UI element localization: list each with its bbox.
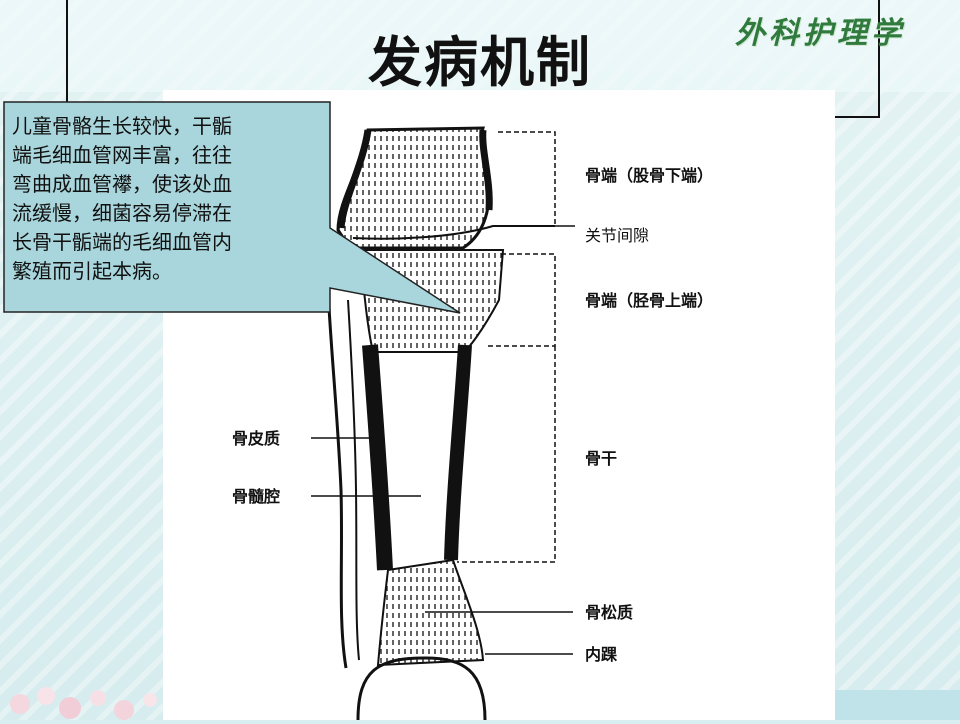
callout-bubble <box>3 101 461 314</box>
fibula <box>326 289 348 669</box>
slide-title: 发病机制 <box>368 31 592 94</box>
femur-cortex-right <box>479 129 493 211</box>
frame-line-left <box>66 0 68 118</box>
fibula-inner <box>347 299 360 661</box>
label-malleolus: 内踝 <box>585 645 618 664</box>
label-tibia-end: 骨端（胫骨上端） <box>585 291 714 310</box>
bracket-femur <box>498 131 556 227</box>
tibia-shaft-left-cortex <box>362 344 393 571</box>
bone-diagram <box>311 126 575 721</box>
callout-text: 儿童骨骼生长较快，干骺 端毛细血管网丰富，往往 弯曲成血管襻，使该处血 流缓慢，… <box>12 114 232 283</box>
frame-line-right <box>878 0 880 118</box>
bracket-tibia-top <box>485 253 556 347</box>
label-marrow-cavity: 骨髓腔 <box>232 487 281 506</box>
header-band <box>0 0 960 92</box>
label-joint-space: 关节间隙 <box>585 226 650 245</box>
label-cortex: 骨皮质 <box>232 429 281 448</box>
label-cancellous-bone: 骨松质 <box>585 603 634 622</box>
brand-logo-text: 外科护理学 <box>735 16 905 51</box>
label-femur-end: 骨端（股骨下端） <box>585 166 714 185</box>
bracket-shaft <box>457 346 556 563</box>
joint-line <box>352 225 555 240</box>
footer-band <box>835 690 960 720</box>
femur-cortex <box>337 129 372 229</box>
bone-anatomy-figure <box>163 90 835 721</box>
blossom-decoration <box>10 687 157 720</box>
label-shaft: 骨干 <box>585 449 618 468</box>
frame-line-right-foot <box>835 116 880 118</box>
tibia-shaft-right-cortex <box>444 344 472 561</box>
ankle-joint <box>356 656 487 721</box>
